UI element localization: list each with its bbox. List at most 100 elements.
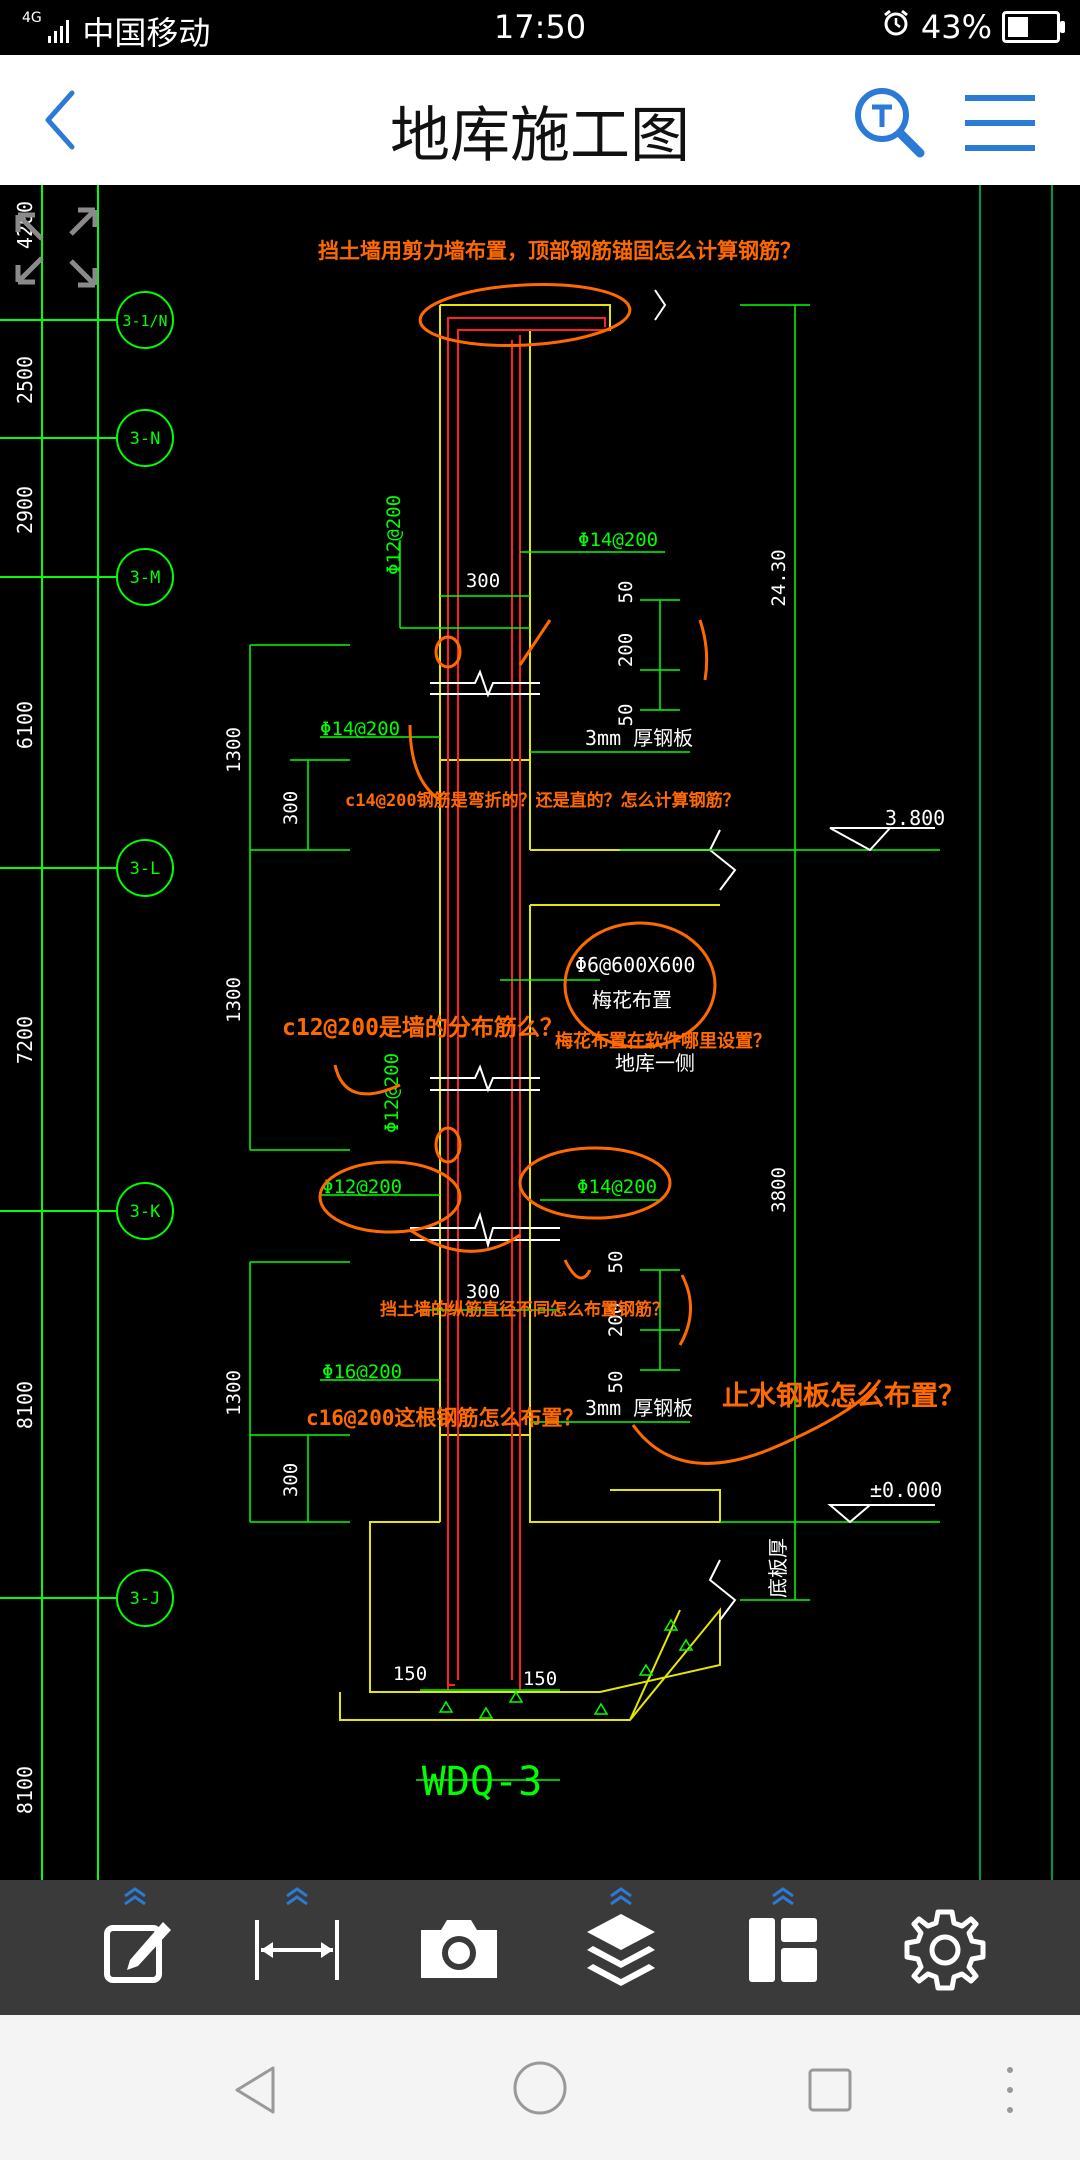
wall-id-label: WDQ-3 (422, 1759, 542, 1805)
annotation-question: 挡土墙用剪力墙布置，顶部钢筋锚固怎么计算钢筋？ (318, 239, 801, 263)
rebar-label: Φ12@200 (383, 495, 405, 575)
left-dim: 8100 (13, 1766, 37, 1814)
battery-icon (1002, 11, 1065, 43)
rebar-label: Φ14@200 (578, 529, 658, 551)
search-button[interactable] (850, 83, 930, 163)
layers-button[interactable] (571, 1900, 671, 2000)
dim-text: 1300 (223, 977, 245, 1023)
axis-label: 3-N (130, 429, 161, 449)
slab-label: 底板厚 (766, 1538, 790, 1598)
axis-3-M: 3-M (0, 548, 174, 606)
home-nav-icon[interactable] (510, 2058, 570, 2118)
left-dim: 2900 (13, 486, 37, 534)
dim-text: 1300 (223, 727, 245, 773)
elevation-label: ±0.000 (870, 1478, 942, 1502)
status-time: 17:50 (493, 8, 587, 46)
axis-3-J: 3-J (0, 1569, 174, 1627)
elevation-markers (827, 827, 935, 1524)
left-dim: 7200 (13, 1016, 37, 1064)
rebar-label: Φ16@200 (322, 1361, 402, 1383)
axis-3-1N: 3-1/N (0, 291, 174, 349)
status-bar: 4G 中国移动 17:50 43% (0, 0, 1080, 55)
plate-label: 3mm 厚钢板 (585, 726, 693, 750)
dim-text: 200 (615, 633, 637, 667)
plate-label: 3mm 厚钢板 (585, 1396, 693, 1420)
drawing-canvas[interactable]: 3-1/N 3-N 3-M 3-L 3-K 3-J 4200 (0, 185, 1080, 1880)
measure-button[interactable] (247, 1900, 347, 2000)
recent-nav-icon[interactable] (800, 2060, 860, 2120)
rebar-lines (447, 317, 610, 1690)
signal-icon: 4G (22, 10, 46, 26)
break-symbols (410, 289, 737, 1621)
annotation-question: c16@200这根钢筋怎么布置？ (306, 1406, 584, 1430)
edit-icon (104, 1922, 171, 1983)
header-bar: 地库施工图 (0, 55, 1080, 186)
layout-label: 梅花布置 (592, 988, 672, 1012)
dim-text: 3800 (768, 1167, 790, 1213)
axis-3-L: 3-L (0, 839, 174, 897)
more-nav-icon[interactable] (1000, 2060, 1020, 2120)
settings-button[interactable] (895, 1900, 995, 2000)
system-nav-bar (0, 2015, 1080, 2160)
axis-label: 3-K (130, 1202, 161, 1222)
left-dim: 2500 (13, 356, 37, 404)
dim-text: 200 (605, 1303, 627, 1337)
expand-view-icon[interactable] (15, 207, 98, 288)
dim-text: 150 (393, 1663, 427, 1685)
axis-3-N: 3-N (0, 409, 174, 467)
annotation-question: 梅花布置在软件哪里设置？ (555, 1030, 771, 1052)
layers-icon (587, 1914, 655, 1986)
text-search-icon (855, 88, 925, 158)
menu-button[interactable] (960, 91, 1040, 155)
page-title: 地库施工图 (390, 101, 690, 171)
chevron-up-icon[interactable] (121, 1886, 149, 1906)
chevron-up-icon[interactable] (607, 1886, 635, 1906)
axis-label: 3-J (130, 1589, 161, 1609)
annotation-question: c14@200钢筋是弯折的？还是直的？怎么计算钢筋？ (345, 790, 740, 811)
status-right: 43% (881, 8, 1065, 46)
left-dim: 6100 (13, 701, 37, 749)
annotation-scribbles (318, 283, 882, 1465)
back-button[interactable] (30, 85, 100, 155)
rebar-label: Φ6@600X600 (575, 953, 695, 977)
battery-percent: 43% (920, 8, 992, 46)
dim-text: 300 (466, 570, 500, 592)
layout-icon (749, 1918, 817, 1982)
carrier-name: 中国移动 (82, 14, 211, 52)
dim-text: 24.30 (768, 549, 790, 606)
bottom-toolbar (0, 1880, 1080, 2015)
measure-icon (255, 1920, 339, 1980)
annotation-question: 止水钢板怎么布置？ (722, 1381, 965, 1412)
camera-icon (421, 1920, 497, 1978)
hatch-marks (438, 1618, 694, 1719)
layout-button[interactable] (733, 1900, 833, 2000)
axis-label: 3-1/N (122, 312, 167, 330)
side-label: 地库一侧 (615, 1051, 695, 1075)
chevron-up-icon[interactable] (769, 1886, 797, 1906)
dim-text: 50 (615, 704, 637, 727)
rebar-label: Φ12@200 (381, 1053, 403, 1133)
annotation-question: 挡土墙的纵筋直径不同怎么布置钢筋？ (380, 1299, 669, 1320)
edit-button[interactable] (85, 1900, 185, 2000)
dim-text: 150 (523, 1668, 557, 1690)
dim-text: 1300 (223, 1370, 245, 1416)
camera-button[interactable] (409, 1900, 509, 2000)
rebar-label: Φ14@200 (320, 718, 400, 740)
dim-text: 50 (615, 581, 637, 604)
dim-text: 50 (605, 1251, 627, 1274)
axis-label: 3-M (130, 568, 161, 588)
rebar-label: Φ14@200 (577, 1176, 657, 1198)
dim-text: 50 (605, 1371, 627, 1394)
chevron-left-icon (45, 90, 75, 150)
axis-3-K: 3-K (0, 1182, 174, 1240)
network-type: 4G (22, 10, 42, 26)
cad-drawing: 3-1/N 3-N 3-M 3-L 3-K 3-J 4200 (0, 185, 1053, 1880)
alarm-icon (881, 8, 911, 46)
chevron-up-icon[interactable] (283, 1886, 311, 1906)
dim-text: 300 (466, 1281, 500, 1303)
annotation-question: c12@200是墙的分布筋么？ (282, 1014, 563, 1041)
dimension-lines (249, 304, 940, 1781)
axis-label: 3-L (130, 859, 161, 879)
dim-text: 300 (280, 1463, 302, 1497)
back-nav-icon[interactable] (225, 2060, 285, 2120)
